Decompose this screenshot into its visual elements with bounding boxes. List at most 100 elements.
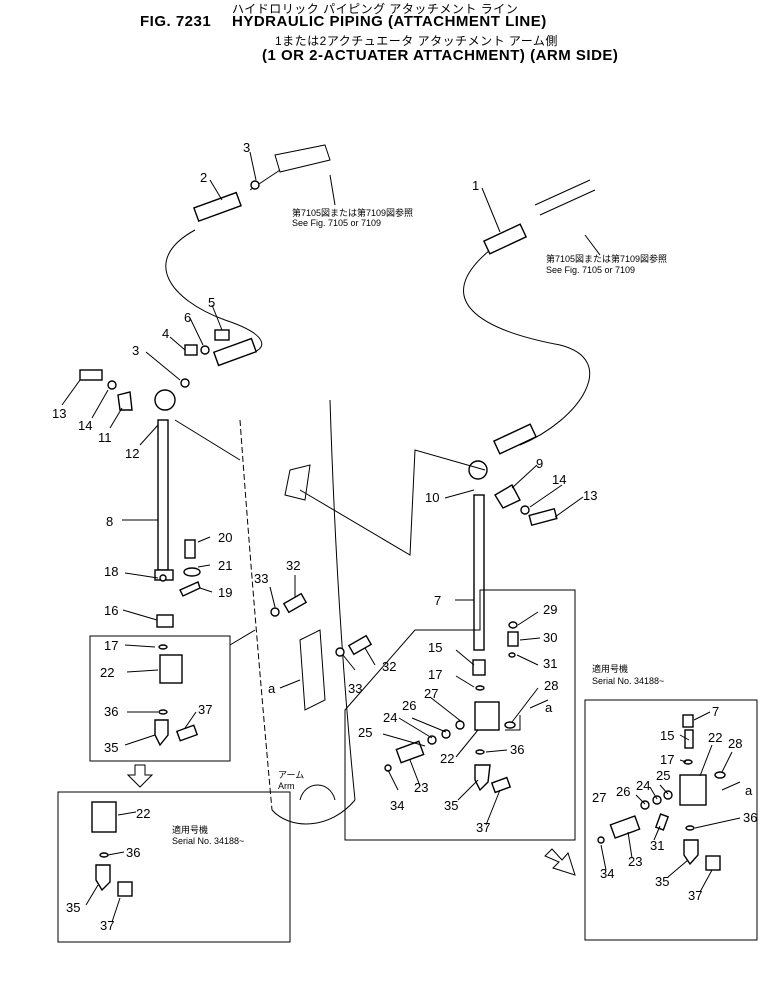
callout-20: 20	[218, 530, 232, 545]
serial-note-right-en: Serial No. 34188~	[592, 676, 664, 686]
callout-35c: 35	[444, 798, 458, 813]
ref-note-right-jp: 第7105図または第7109図参照	[546, 253, 667, 264]
detail-box-center	[344, 589, 576, 841]
view-a-right: a	[745, 783, 753, 798]
callout-9: 9	[536, 456, 543, 471]
callout-7b: 7	[712, 704, 719, 719]
callout-35d: 35	[655, 874, 669, 889]
callout-14a: 14	[78, 418, 92, 433]
callout-18: 18	[104, 564, 118, 579]
figure-subtitle: (1 OR 2-ACTUATER ATTACHMENT) (ARM SIDE)	[262, 47, 619, 64]
callout-14b: 14	[552, 472, 566, 487]
hose-right	[463, 179, 596, 455]
view-a-left-arrow	[279, 679, 301, 689]
callout-11: 11	[98, 430, 112, 445]
callout-15a: 15	[428, 640, 442, 655]
callout-23b: 23	[628, 854, 642, 869]
callout-32b: 32	[382, 659, 396, 674]
detail-box-serial-left	[57, 791, 291, 943]
callout-25b: 25	[656, 768, 670, 783]
callout-17c: 17	[660, 752, 674, 767]
callout-37d: 37	[688, 888, 702, 903]
hose-left	[165, 144, 331, 367]
arrow-down-left	[126, 764, 154, 788]
callout-35a: 35	[104, 740, 118, 755]
arm-label-jp: アーム	[278, 770, 304, 780]
callout-7a: 7	[434, 593, 441, 608]
callout-27a: 27	[424, 686, 438, 701]
callout-22c: 22	[440, 751, 454, 766]
callout-13b: 13	[583, 488, 597, 503]
callout-22b: 22	[136, 806, 150, 821]
callout-17a: 17	[104, 638, 118, 653]
callout-34b: 34	[600, 866, 614, 881]
callout-31b: 31	[650, 838, 664, 853]
callout-5: 5	[208, 295, 215, 310]
callout-36a: 36	[104, 704, 118, 719]
header-jp-line2: 1または2アクチュエータ アタッチメント アーム側	[275, 34, 558, 48]
callout-25a: 25	[358, 725, 372, 740]
ref-note-left-en: See Fig. 7105 or 7109	[292, 218, 381, 228]
callout-12: 12	[125, 446, 139, 461]
callout-3a: 3	[243, 140, 250, 155]
leader-lines	[61, 151, 741, 923]
callout-30: 30	[543, 630, 557, 645]
callout-34a: 34	[390, 798, 404, 813]
callout-13a: 13	[52, 406, 66, 421]
bracket-lower	[299, 629, 326, 711]
pipe-right	[299, 449, 488, 651]
callout-2: 2	[200, 170, 207, 185]
callout-26a: 26	[402, 698, 416, 713]
callout-37a: 37	[198, 702, 212, 717]
callout-15b: 15	[660, 728, 674, 743]
callout-32a: 32	[286, 558, 300, 573]
callout-27b: 27	[592, 790, 606, 805]
pipe-left	[154, 389, 241, 581]
callout-33b: 33	[348, 681, 362, 696]
callout-23a: 23	[414, 780, 428, 795]
callout-28a: 28	[544, 678, 558, 693]
callout-21: 21	[218, 558, 232, 573]
callout-26b: 26	[616, 784, 630, 799]
callout-29: 29	[543, 602, 557, 617]
serial-note-left-jp: 適用号機	[172, 824, 208, 835]
callout-17b: 17	[428, 667, 442, 682]
callout-4: 4	[162, 326, 169, 341]
bracket-upper	[284, 464, 311, 501]
arm-label-en: Arm	[278, 781, 295, 791]
callout-33a: 33	[254, 571, 268, 586]
callout-16: 16	[104, 603, 118, 618]
ref-note-right-en: See Fig. 7105 or 7109	[546, 265, 635, 275]
fittings-right	[270, 484, 558, 657]
callout-24a: 24	[383, 710, 397, 725]
callout-6: 6	[184, 310, 191, 325]
callout-37c: 37	[476, 820, 490, 835]
callout-24b: 24	[636, 778, 650, 793]
callout-22d: 22	[708, 730, 722, 745]
detail-box-serial-right	[584, 699, 758, 941]
callout-3b: 3	[132, 343, 139, 358]
callout-36d: 36	[743, 810, 757, 825]
view-a-center: a	[545, 700, 553, 715]
callout-10: 10	[425, 490, 439, 505]
detail-box-left	[89, 629, 256, 762]
callout-1: 1	[472, 178, 479, 193]
ref-note-left-jp: 第7105図または第7109図参照	[292, 207, 413, 218]
callout-31a: 31	[543, 656, 557, 671]
callout-8: 8	[106, 514, 113, 529]
callout-37b: 37	[100, 918, 114, 933]
callout-19: 19	[218, 585, 232, 600]
callout-36c: 36	[510, 742, 524, 757]
callout-36b: 36	[126, 845, 140, 860]
arrow-down-right	[544, 848, 576, 876]
figure-label: FIG. 7231	[140, 13, 212, 30]
callout-35b: 35	[66, 900, 80, 915]
arm-outline	[239, 399, 356, 825]
serial-note-left-en: Serial No. 34188~	[172, 836, 244, 846]
serial-note-right-jp: 適用号機	[592, 663, 628, 674]
figure-title: HYDRAULIC PIPING (ATTACHMENT LINE)	[232, 13, 547, 30]
callout-22a: 22	[100, 665, 114, 680]
header-jp-line1: ハイドロリック パイピング アタッチメント ライン	[232, 2, 519, 16]
view-a-left: a	[268, 681, 276, 696]
